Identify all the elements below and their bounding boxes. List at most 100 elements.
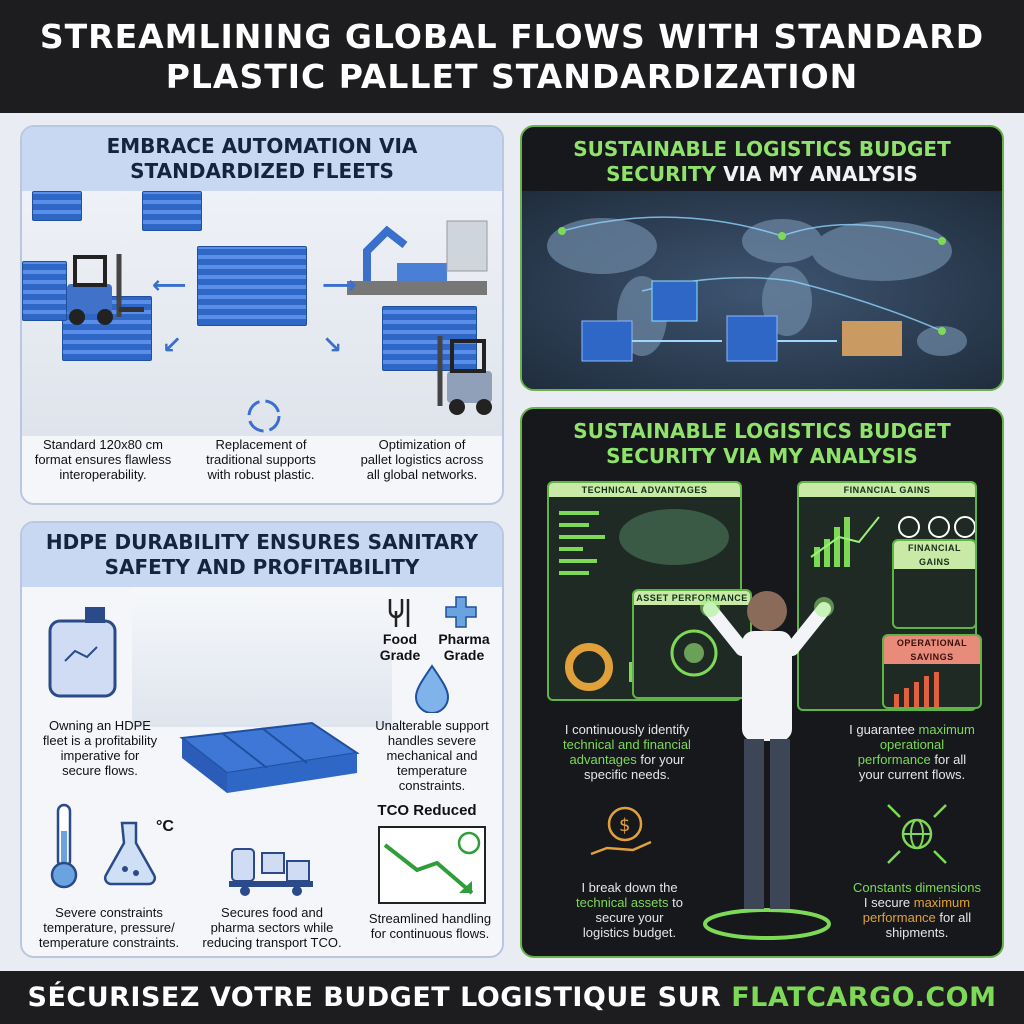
panel-automation-title-2: STANDARDIZED FLEETS	[130, 159, 394, 183]
panel-budget-map: SUSTAINABLE LOGISTICS BUDGET SECURITY VI…	[520, 125, 1004, 391]
tco-down-chart-icon	[378, 826, 486, 904]
page-header: STREAMLINING GLOBAL FLOWS WITH STANDARD …	[0, 0, 1024, 113]
caption-constants: Constants dimensions I secure maximum pe…	[832, 880, 1002, 940]
caption-line: temperature, pressure/	[43, 920, 175, 935]
forklift-icon	[67, 254, 144, 325]
caption-line: handles severe	[387, 733, 477, 748]
flask-icon	[103, 821, 157, 886]
caption-line: imperative for	[60, 748, 140, 763]
analyst-figure	[700, 591, 834, 940]
caption-line: Streamlined handling	[368, 911, 492, 926]
pallet-stack	[142, 191, 202, 231]
caption-highlight: technical assets	[576, 895, 669, 910]
caption-line: Severe constraints	[55, 905, 163, 920]
panel-hdpe-title-2: SAFETY AND PROFITABILITY	[104, 555, 420, 579]
panel-hdpe-title-1: HDPE DURABILITY ENSURES SANITARY	[45, 530, 479, 554]
bar-lines-icon	[559, 509, 729, 691]
caption-streamlined: Streamlined handling for continuous flow…	[356, 911, 502, 941]
panel-hdpe: HDPE DURABILITY ENSURES SANITARY SAFETY …	[20, 521, 504, 958]
panel-budget-dashboard-title-2: SECURITY VIA MY ANALYSIS	[606, 444, 918, 468]
caption-highlight: performance	[862, 910, 936, 925]
panel-automation: EMBRACE AUTOMATION VIA STANDARDIZED FLEE…	[20, 125, 504, 505]
arrow-icon: ⟵	[152, 272, 187, 299]
world-map-scene	[522, 191, 1002, 389]
panel-budget-map-title: SUSTAINABLE LOGISTICS BUDGET SECURITY VI…	[522, 127, 1002, 197]
pallet-stack	[197, 246, 307, 326]
panel-automation-title: EMBRACE AUTOMATION VIA STANDARDIZED FLEE…	[22, 127, 502, 191]
arrow-icon: ↙	[162, 332, 183, 359]
pharma-grade-label: Pharma Grade	[434, 631, 494, 663]
hdpe-pallet-icon	[179, 721, 360, 793]
caption-highlight: performance	[857, 752, 931, 767]
caption-line: temperature	[396, 763, 468, 778]
panel-budget-map-title-1: SUSTAINABLE LOGISTICS BUDGET	[573, 137, 951, 161]
money-hand-icon: $	[590, 806, 652, 856]
globe-arrows-icon	[887, 804, 947, 864]
title-rest: VIA MY ANALYSIS	[716, 162, 918, 186]
caption-text: I secure	[863, 895, 914, 910]
caption-line: fleet is a profitability	[42, 733, 158, 748]
caption-line: pharma sectors while	[210, 920, 334, 935]
caption-line: secure your	[595, 910, 664, 925]
food-grade-label: Food Grade	[372, 631, 428, 663]
caption-line: logistics budget.	[582, 925, 677, 940]
caption-owning: Owning an HDPE fleet is a profitability …	[30, 718, 170, 778]
caption-text: for all	[935, 910, 972, 925]
page-title-line-2: PLASTIC PALLET STANDARDIZATION	[165, 56, 859, 96]
caption-line: traditional supports	[206, 452, 316, 467]
svg-text:$: $	[619, 815, 630, 836]
caption-line: all global networks.	[366, 467, 478, 482]
footer-site-link[interactable]: FLATCARGO.COM	[731, 982, 997, 1013]
caption-break-down: I break down the technical assets to sec…	[547, 880, 712, 940]
screen-header: TECHNICAL ADVANTAGES	[549, 483, 740, 497]
caption-line: format ensures flawless	[34, 452, 172, 467]
caption-line: with robust plastic.	[207, 467, 315, 482]
caption-line: I continuously identify	[564, 722, 690, 737]
caption-text: to	[668, 895, 683, 910]
financial-gains-secondary-screen: FINANCIAL GAINS	[892, 539, 977, 629]
caption-line: Secures food and	[221, 905, 323, 920]
panel-hdpe-title: HDPE DURABILITY ENSURES SANITARY SAFETY …	[22, 523, 502, 587]
screen-header: FINANCIAL GAINS	[799, 483, 975, 497]
panel-budget-dashboard: SUSTAINABLE LOGISTICS BUDGET SECURITY VI…	[520, 407, 1004, 958]
caption-secures: Secures food and pharma sectors while re…	[192, 905, 352, 950]
caption-line: constraints.	[398, 778, 466, 793]
caption-replacement: Replacement of traditional supports with…	[186, 437, 336, 482]
forklift-icon	[437, 336, 492, 415]
caption-highlight: maximum	[918, 722, 975, 737]
caption-severe: Severe constraints temperature, pressure…	[30, 905, 188, 950]
panel-budget-dashboard-title: SUSTAINABLE LOGISTICS BUDGET SECURITY VI…	[522, 409, 1002, 479]
arrow-icon: ⟶	[322, 272, 357, 299]
caption-line: Optimization of	[378, 437, 466, 452]
caption-line: specific needs.	[584, 767, 670, 782]
medical-cross-icon	[445, 596, 477, 628]
caption-line: your current flows.	[858, 767, 966, 782]
thermometer-icon	[50, 803, 78, 889]
warehouse-scene: ⟵ ⟶ ↙ ↘	[22, 191, 502, 436]
caption-line: pallet logistics across	[360, 452, 484, 467]
footer-text: SÉCURISEZ VOTRE BUDGET LOGISTIQUE SUR	[27, 982, 732, 1013]
caption-standard-format: Standard 120x80 cm format ensures flawle…	[28, 437, 178, 482]
red-bars-icon	[894, 672, 939, 707]
title-security-word: SECURITY	[606, 162, 717, 186]
screen-header: FINANCIAL GAINS	[894, 541, 975, 569]
caption-line: I break down the	[581, 880, 678, 895]
panel-budget-dashboard-title-1: SUSTAINABLE LOGISTICS BUDGET	[573, 419, 951, 443]
label-line: Grade	[379, 647, 421, 663]
panel-budget-map-title-2: SECURITY VIA MY ANALYSIS	[528, 162, 996, 187]
footer-cta: SÉCURISEZ VOTRE BUDGET LOGISTIQUE SUR FL…	[0, 971, 1024, 1024]
caption-text: I guarantee	[849, 722, 919, 737]
caption-line: secure flows.	[62, 763, 138, 778]
caption-line: interoperability.	[59, 467, 147, 482]
water-drop-icon	[414, 664, 450, 713]
page-title-line-1: STREAMLINING GLOBAL FLOWS WITH STANDARD	[39, 16, 985, 56]
caption-line: shipments.	[885, 925, 949, 940]
operational-savings-screen: OPERATIONAL SAVINGS	[882, 634, 982, 709]
caption-line: Replacement of	[215, 437, 307, 452]
caption-line-highlight: technical and financial	[563, 737, 691, 752]
screen-header: OPERATIONAL SAVINGS	[884, 636, 980, 664]
caption-optimization: Optimization of pallet logistics across …	[344, 437, 500, 482]
caption-line-highlight: Constants dimensions	[853, 880, 981, 895]
world-map-icon	[547, 216, 967, 362]
pallet-stack	[382, 306, 477, 371]
